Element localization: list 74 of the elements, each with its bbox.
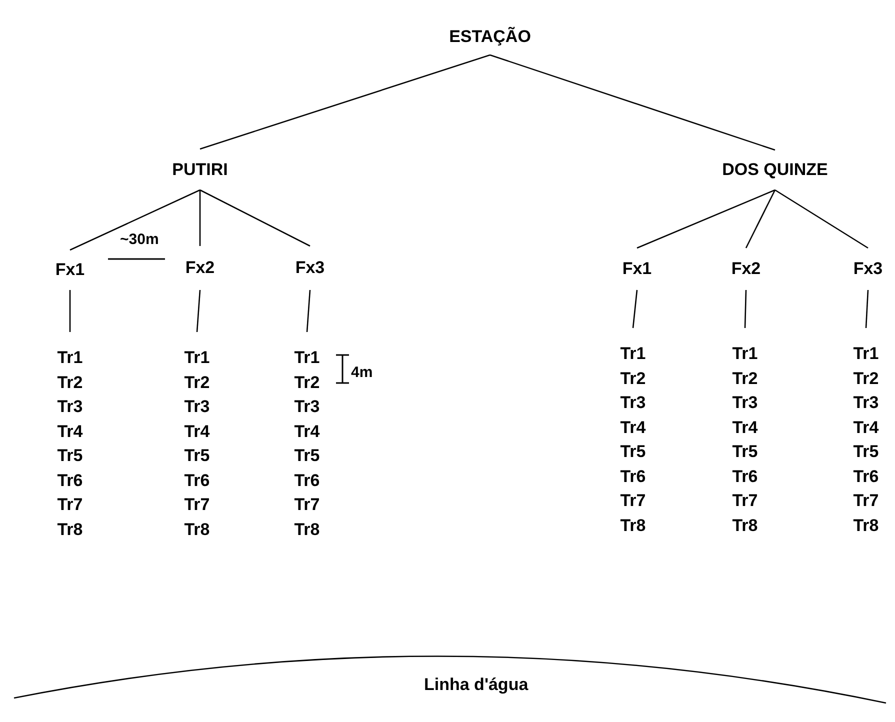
- connector-line: [632, 290, 638, 328]
- row-label: Tr5: [294, 445, 320, 467]
- row-label: Tr6: [853, 466, 879, 488]
- node-label: Fx1: [612, 248, 662, 290]
- row-label: Tr5: [853, 441, 879, 463]
- row-label: Tr1: [57, 347, 83, 369]
- row-label: Tr3: [184, 396, 210, 418]
- connector-line: [774, 189, 868, 249]
- row-label: Tr2: [853, 368, 879, 390]
- row-label: Tr7: [620, 490, 646, 512]
- water-line-label: Linha d'água: [424, 674, 528, 696]
- row-label: Tr2: [184, 372, 210, 394]
- node-label: PUTIRI: [150, 149, 250, 190]
- row-label: Tr7: [294, 494, 320, 516]
- row-label: Tr6: [732, 466, 758, 488]
- row-label: Tr8: [620, 514, 646, 536]
- connector-line: [196, 290, 201, 332]
- row-label: Tr8: [732, 514, 758, 536]
- dimension-label: 4m: [351, 363, 373, 383]
- node-label: Fx2: [175, 246, 225, 290]
- row-label: Tr6: [184, 470, 210, 492]
- row-label: Tr6: [294, 470, 320, 492]
- row-label: Tr3: [732, 392, 758, 414]
- row-label: Tr4: [184, 420, 210, 442]
- row-label: Tr3: [853, 392, 879, 414]
- row-label: Tr5: [57, 445, 83, 467]
- node-label: Fx3: [843, 248, 893, 290]
- row-label: Tr4: [57, 420, 83, 442]
- row-label: Tr3: [620, 392, 646, 414]
- row-label: Tr7: [184, 494, 210, 516]
- row-label: Tr6: [620, 466, 646, 488]
- connector-line: [865, 290, 869, 328]
- row-label: Tr3: [57, 396, 83, 418]
- row-label: Tr1: [853, 343, 879, 365]
- node-label: Fx1: [45, 250, 95, 290]
- row-label: Tr1: [294, 347, 320, 369]
- row-label: Tr2: [732, 368, 758, 390]
- row-label: Tr2: [294, 372, 320, 394]
- row-label: Tr8: [853, 514, 879, 536]
- row-label: Tr5: [184, 445, 210, 467]
- node-label: Fx2: [721, 248, 771, 290]
- connector-line: [636, 189, 776, 249]
- row-label: Tr4: [732, 416, 758, 438]
- row-label: Tr8: [294, 518, 320, 540]
- row-label: Tr8: [184, 518, 210, 540]
- connector-line: [200, 54, 490, 150]
- connector-line: [200, 189, 310, 247]
- connector-line: [199, 190, 201, 246]
- node-label: DOS QUINZE: [705, 150, 845, 190]
- row-label: Tr5: [732, 441, 758, 463]
- row-label: Tr4: [853, 416, 879, 438]
- node-label: Fx3: [285, 246, 335, 290]
- connector-line: [490, 54, 776, 151]
- row-label: Tr6: [57, 470, 83, 492]
- row-label: Tr8: [57, 518, 83, 540]
- connector-line: [744, 290, 747, 328]
- connector-line: [306, 290, 311, 332]
- row-label: Tr5: [620, 441, 646, 463]
- row-label: Tr7: [732, 490, 758, 512]
- row-label: Tr3: [294, 396, 320, 418]
- row-label: Tr7: [853, 490, 879, 512]
- row-label: Tr2: [620, 368, 646, 390]
- row-label: Tr1: [620, 343, 646, 365]
- node-label: ESTAÇÃO: [430, 18, 550, 55]
- row-label: Tr7: [57, 494, 83, 516]
- connector-line: [745, 190, 776, 248]
- row-label: Tr2: [57, 372, 83, 394]
- row-label: Tr4: [294, 420, 320, 442]
- connector-line: [69, 290, 71, 332]
- row-label: Tr1: [184, 347, 210, 369]
- dimension-label: ~30m: [120, 230, 159, 250]
- connector-line: [70, 189, 200, 251]
- row-label: Tr1: [732, 343, 758, 365]
- row-label: Tr4: [620, 416, 646, 438]
